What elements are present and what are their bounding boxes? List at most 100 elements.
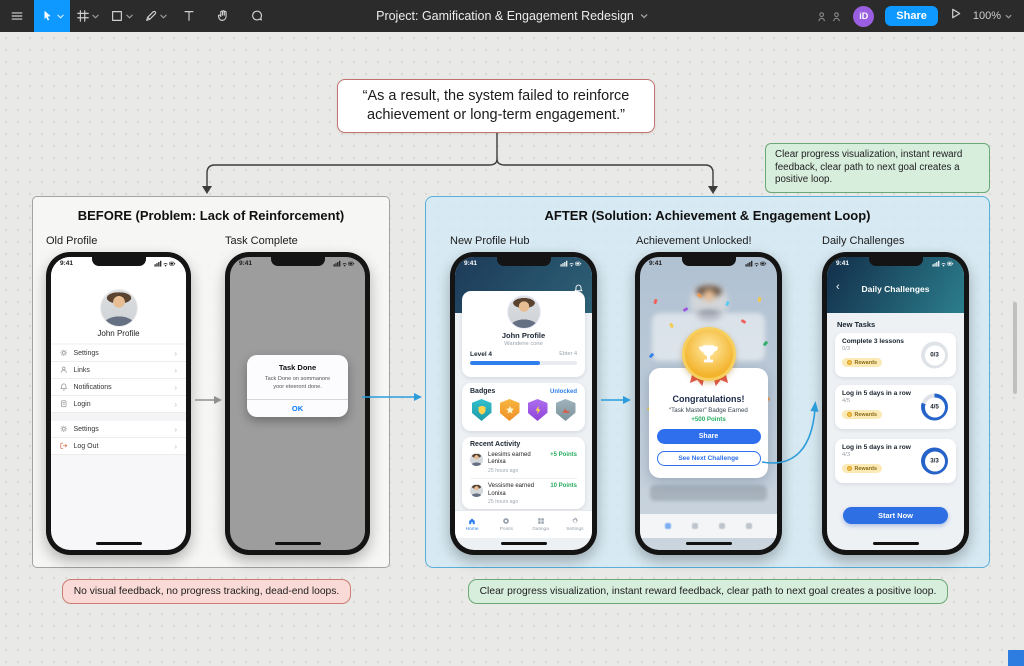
profile-hub-screen: 9:41 John Profile Wanderie cone Level 4 … [455,257,592,550]
phone-notch [496,257,551,266]
menu-icon [11,12,23,20]
badge-locked[interactable] [555,399,576,421]
mountain-icon [561,405,571,415]
tab-points[interactable]: Points [489,511,523,538]
phone-daily-challenges[interactable]: 9:41 ‹ Daily Challenges New Tasks Comple… [822,252,969,555]
canvas-corner-widget[interactable] [1008,650,1024,666]
tab-datinga[interactable]: Datinga [524,511,558,538]
comment-tool-icon [252,10,262,21]
avatar [506,295,541,329]
badges-card: Badges Unlocked [462,383,585,431]
label-achievement-unlocked: Achievement Unlocked! [636,235,752,247]
task-card[interactable]: Log in 5 days in a row 4/3 Rewards 3/3 [835,439,956,483]
badge-star[interactable] [499,399,520,421]
grid-icon [537,517,545,525]
status-icons [931,260,955,267]
before-panel-title: BEFORE (Problem: Lack of Reinforcement) [77,208,345,223]
task-card[interactable]: Complete 3 lessons 0/3 Rewards 0/3 [835,333,956,377]
label-old-profile: Old Profile [46,235,98,247]
chevron-down-icon [1005,14,1012,19]
phone-new-profile-hub[interactable]: 9:41 John Profile Wanderie cone Level 4 … [450,252,597,555]
share-achievement-button[interactable]: Share [656,429,761,444]
zoom-level-dropdown[interactable]: 100% [973,10,1012,22]
frame-tool-button[interactable] [70,0,104,32]
see-next-challenge-button[interactable]: See Next Challenge [656,451,761,466]
coin-icon [847,466,852,471]
chevron-down-icon [159,7,167,25]
collaborators-icon[interactable] [818,11,842,22]
quote-callout[interactable]: “As a result, the system failed to reinf… [337,79,655,134]
bell-icon[interactable] [574,280,583,298]
quote-line-2: achievement or long-term engagement.” [367,107,625,124]
user-avatar[interactable]: iD [853,5,875,27]
present-button[interactable] [949,7,962,25]
label-new-profile-hub: New Profile Hub [450,235,530,247]
user-icon [60,366,68,374]
chevron-down-icon [125,7,133,25]
phone-notch [868,257,923,266]
hand-tool-icon [217,10,227,21]
rewards-pill: Rewards [842,464,882,473]
chevron-right-icon: › [174,441,177,451]
menu-item-settings-2[interactable]: Settings› [51,421,186,438]
menu-item-settings[interactable]: Settings› [51,345,186,362]
back-chevron-icon[interactable]: ‹ [836,281,840,293]
tab-settings[interactable]: Settings [558,511,592,538]
progress-ring: 0/3 [921,341,948,369]
chevron-right-icon: › [174,399,177,409]
quote-line-1: “As a result, the system failed to reinf… [362,88,630,104]
shape-tool-button[interactable] [104,0,138,32]
share-button[interactable]: Share [885,6,938,26]
menu-item-links[interactable]: Links› [51,362,186,379]
text-tool-button[interactable] [172,0,206,32]
section-title: New Tasks [837,320,876,329]
progress-ring: 4/5 [921,393,948,421]
badge-bolt[interactable] [527,399,548,421]
zoom-level: 100% [972,10,1001,22]
label-daily-challenges: Daily Challenges [822,235,905,247]
start-now-button[interactable]: Start Now [843,507,948,524]
badges-status: Unlocked [549,388,577,395]
menu-item-notifications[interactable]: Notifications› [51,379,186,396]
phone-old-profile[interactable]: 9:41 John Profile Settings› Links› [46,252,191,555]
vertical-scrollbar[interactable] [1013,302,1017,394]
menu-item-logout[interactable]: Log Out› [51,438,186,455]
avatar [470,483,483,497]
congrats-title: Congratulations! [672,394,745,404]
gear-icon [60,425,68,433]
phone-task-complete[interactable]: 9:41 Task Done Tack Done on sommanore yo… [225,252,370,555]
level-progress-track [470,360,577,365]
profile-name: John Profile [97,329,140,338]
move-cursor-icon [44,10,51,21]
points-earned: +500 Points [691,416,726,423]
main-menu-button[interactable] [0,0,34,32]
daily-challenges-screen: 9:41 ‹ Daily Challenges New Tasks Comple… [827,257,964,550]
tab-home[interactable]: Home [455,511,489,538]
note-top-right[interactable]: Clear progress visualization, instant re… [765,143,990,194]
status-icons [559,260,583,267]
status-time: 9:41 [836,260,850,267]
hand-tool-button[interactable] [206,0,240,32]
note-bottom-right[interactable]: Clear progress visualization, instant re… [468,579,948,604]
home-indicator [685,541,732,545]
recent-activity-title: Recent Activity [470,441,521,448]
trophy-icon [697,343,720,366]
badge-shield[interactable] [471,399,492,421]
chevron-right-icon: › [174,382,177,392]
design-canvas[interactable]: “As a result, the system failed to reinf… [0,32,1024,666]
coin-icon [502,517,510,525]
level-label: Level 4 [470,351,493,358]
task-card[interactable]: Log in 5 days in a row 4/5 Rewards 4/5 [835,385,956,429]
project-title-dropdown[interactable]: Project: Gamification & Engagement Redes… [376,9,648,23]
note-bottom-left[interactable]: No visual feedback, no progress tracking… [62,579,351,604]
bolt-icon [533,405,543,415]
move-tool-button[interactable] [34,0,70,32]
level-right-label: Ebter 4 [559,351,577,357]
dialog-ok-button[interactable]: OK [247,398,348,417]
chevron-down-icon [640,14,648,19]
pen-tool-button[interactable] [138,0,172,32]
menu-item-login[interactable]: Login› [51,396,186,413]
comment-tool-button[interactable] [240,0,274,32]
phone-achievement[interactable]: 9:41 Congratulations! “Task Master” Badg… [635,252,782,555]
